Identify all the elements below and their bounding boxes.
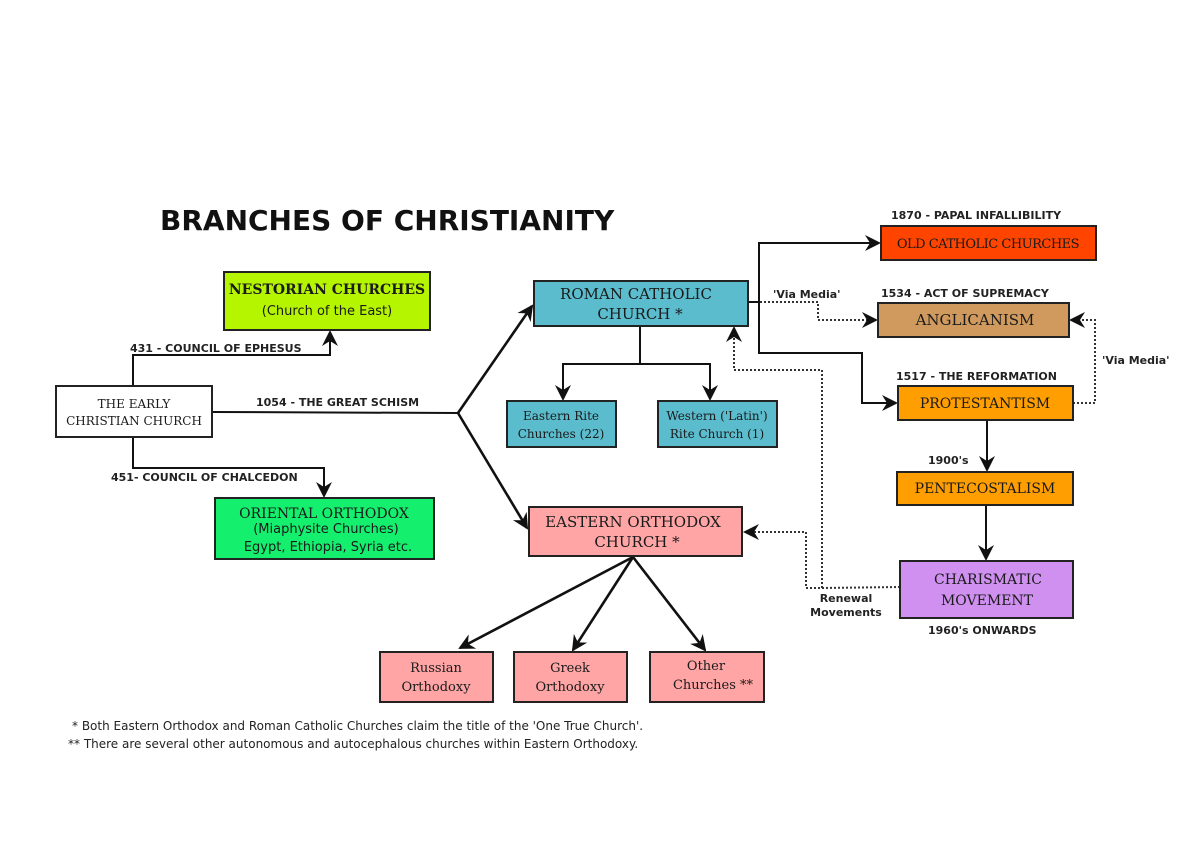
oriental-subtitle: (Miaphysite Churches) [253, 522, 399, 537]
node-roman-catholic-church: ROMAN CATHOLIC CHURCH * [533, 280, 749, 327]
nestorian-box [223, 271, 431, 331]
early-church-line2: CHRISTIAN CHURCH [66, 414, 202, 428]
russian-box [379, 651, 494, 703]
other-churches-line1: Other [687, 659, 726, 674]
edge-charismatic-to-eastern-orthodox-renewal [743, 524, 901, 589]
russian-line2: Orthodoxy [401, 680, 471, 695]
label-reformation: 1517 - THE REFORMATION [896, 370, 1057, 383]
charismatic-box [899, 560, 1074, 619]
western-rite-line2: Rite Church (1) [670, 427, 764, 441]
eastern-orthodox-box [528, 506, 743, 557]
label-great-schism: 1054 - THE GREAT SCHISM [256, 396, 419, 409]
edge-schism-to-roman-catholic [456, 304, 534, 414]
edge-charismatic-to-roman-catholic-renewal [726, 326, 823, 588]
western-rite-line1: Western ('Latin') [666, 409, 767, 423]
label-papal-infallibility: 1870 - PAPAL INFALLIBILITY [891, 209, 1062, 222]
eastern-rite-line1: Eastern Rite [523, 409, 599, 423]
node-nestorian-churches: NESTORIAN CHURCHES (Church of the East) [223, 271, 431, 331]
eastern-rite-line2: Churches (22) [518, 427, 605, 441]
edge-eo-to-other [631, 556, 707, 652]
pentecostalism-box [896, 471, 1074, 506]
edge-schism-to-eastern-orthodox [456, 412, 529, 530]
edge-eo-to-greek [571, 556, 635, 652]
label-council-of-ephesus: 431 - COUNCIL OF EPHESUS [130, 342, 302, 355]
footnote-autocephalous: ** There are several other autonomous an… [68, 737, 638, 751]
roman-catholic-box [533, 280, 749, 327]
node-protestantism: PROTESTANTISM [897, 385, 1074, 421]
eastern-orthodox-line2: CHURCH * [594, 533, 680, 551]
node-pentecostalism: PENTECOSTALISM [896, 471, 1074, 506]
label-act-of-supremacy: 1534 - ACT OF SUPREMACY [881, 287, 1050, 300]
western-rite-box [657, 400, 778, 448]
edge-rc-to-western-rite [640, 363, 718, 401]
edge-early-to-nestorian [132, 330, 338, 386]
label-via-media-rc: 'Via Media' [773, 288, 841, 301]
old-catholic-title: OLD CATHOLIC CHURCHES [897, 237, 1079, 252]
node-anglicanism: ANGLICANISM [877, 302, 1070, 338]
node-eastern-orthodox-church: EASTERN ORTHODOX CHURCH * [528, 506, 743, 557]
roman-catholic-line1: ROMAN CATHOLIC [560, 285, 712, 303]
anglicanism-box [877, 302, 1070, 338]
node-western-rite-church: Western ('Latin') Rite Church (1) [657, 400, 778, 448]
charismatic-line2: MOVEMENT [941, 593, 1034, 609]
early-church-line1: THE EARLY [98, 397, 172, 411]
node-charismatic-movement: CHARISMATIC MOVEMENT [899, 560, 1074, 619]
greek-box [513, 651, 628, 703]
pentecostalism-title: PENTECOSTALISM [915, 481, 1056, 497]
eastern-rite-box [506, 400, 617, 448]
edge-rc-to-eastern-rite [555, 326, 641, 401]
old-catholic-box [880, 225, 1097, 261]
label-council-of-chalcedon: 451- COUNCIL OF CHALCEDON [111, 471, 298, 484]
nestorian-subtitle: (Church of the East) [262, 304, 392, 319]
nestorian-title: NESTORIAN CHURCHES [229, 282, 425, 298]
eastern-orthodox-line1: EASTERN ORTHODOX [545, 513, 721, 531]
other-churches-box [649, 651, 765, 703]
roman-catholic-line2: CHURCH * [597, 305, 683, 323]
edge-rc-to-old-catholic [748, 235, 881, 303]
label-1900s: 1900's [928, 454, 969, 467]
node-early-christian-church: THE EARLY CHRISTIAN CHURCH [55, 385, 213, 438]
edge-eo-to-russian [458, 555, 634, 650]
node-greek-orthodoxy: Greek Orthodoxy [513, 651, 628, 703]
oriental-box [214, 497, 435, 560]
oriental-title: ORIENTAL ORTHODOX [239, 506, 409, 522]
edge-early-to-oriental [132, 437, 332, 498]
node-other-churches: Other Churches ** [649, 651, 765, 703]
edge-rc-to-protestantism [758, 302, 898, 411]
edge-rc-to-anglicanism-via-media [760, 301, 878, 328]
node-eastern-rite-churches: Eastern Rite Churches (22) [506, 400, 617, 448]
protestantism-box [897, 385, 1074, 421]
node-russian-orthodoxy: Russian Orthodoxy [379, 651, 494, 703]
footnote-one-true-church: * Both Eastern Orthodox and Roman Cathol… [72, 719, 643, 733]
oriental-regions: Egypt, Ethiopia, Syria etc. [244, 540, 412, 555]
label-movements: Movements [810, 606, 882, 619]
label-renewal: Renewal [820, 592, 873, 605]
label-1960s-onwards: 1960's ONWARDS [928, 624, 1037, 637]
label-via-media-protestant: 'Via Media' [1102, 354, 1170, 367]
charismatic-line1: CHARISMATIC [934, 572, 1042, 588]
diagram-title: BRANCHES OF CHRISTIANITY [160, 204, 615, 237]
early-church-box [55, 385, 213, 438]
node-oriental-orthodox: ORIENTAL ORTHODOX (Miaphysite Churches) … [214, 497, 435, 560]
edge-protestantism-to-anglicanism-via-media [1069, 312, 1096, 404]
greek-line1: Greek [550, 661, 590, 676]
node-old-catholic-churches: OLD CATHOLIC CHURCHES [880, 225, 1097, 261]
protestantism-title: PROTESTANTISM [920, 396, 1050, 412]
anglicanism-title: ANGLICANISM [915, 311, 1035, 329]
russian-line1: Russian [410, 661, 462, 676]
other-churches-line2: Churches ** [673, 678, 754, 693]
edge-early-to-schism [211, 411, 459, 414]
greek-line2: Orthodoxy [535, 680, 605, 695]
